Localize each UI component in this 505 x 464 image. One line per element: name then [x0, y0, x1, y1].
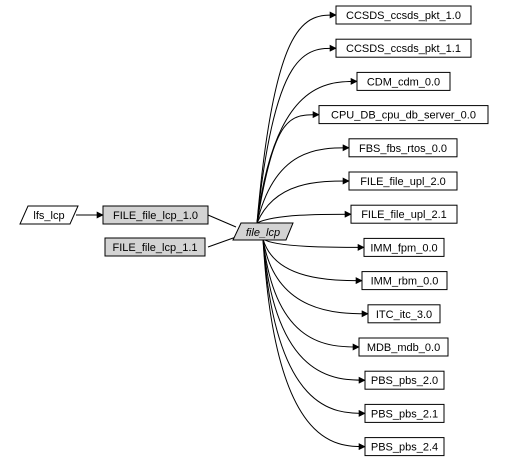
dependency-node-label: ITC_itc_3.0	[376, 309, 432, 321]
edge-hub-to-dependency	[256, 177, 350, 224]
dependency-node[interactable]: ITC_itc_3.0	[367, 304, 441, 324]
edge-layer	[76, 11, 369, 451]
dependency-node[interactable]: FILE_file_upl_2.1	[350, 204, 458, 224]
dependency-node[interactable]: CCSDS_ccsds_pkt_1.1	[335, 38, 472, 58]
dependency-node-label: PBS_pbs_2.4	[371, 442, 438, 454]
hub-node-label: file_lcp	[246, 227, 280, 239]
dependency-node-label: CCSDS_ccsds_pkt_1.0	[346, 10, 461, 22]
dependency-node-box	[361, 271, 448, 291]
dependency-node[interactable]: CDM_cdm_0.0	[356, 71, 451, 91]
dependency-node-box	[318, 105, 489, 125]
dependency-node-box	[348, 138, 458, 158]
edge-hub-to-dependency	[262, 238, 366, 417]
dependency-node-label: PBS_pbs_2.0	[371, 375, 438, 387]
source-node[interactable]: lfs_lcp	[19, 205, 79, 225]
dependency-node-box	[335, 38, 472, 58]
dependency-node-box	[356, 71, 451, 91]
dependency-node-label: FILE_file_upl_2.1	[361, 209, 447, 221]
edge-hub-to-dependency	[262, 238, 363, 285]
edge-hub-to-dependency	[256, 77, 358, 224]
dependency-node-box	[348, 171, 458, 191]
dependency-node-box	[363, 237, 445, 257]
edge-hub-to-dependency	[256, 144, 350, 224]
dependency-node-box	[364, 403, 445, 423]
dependency-node[interactable]: CPU_DB_cpu_db_server_0.0	[318, 105, 489, 125]
dependency-node-box	[358, 337, 449, 357]
hub-node[interactable]: file_lcp	[232, 222, 294, 241]
dependency-node-label: MDB_mdb_0.0	[367, 342, 440, 354]
dependency-node[interactable]: PBS_pbs_2.1	[364, 403, 445, 423]
dependency-node-label: FILE_file_upl_2.0	[360, 176, 446, 188]
dependency-node[interactable]: CCSDS_ccsds_pkt_1.0	[335, 5, 472, 25]
dependency-node[interactable]: IMM_rbm_0.0	[361, 271, 448, 291]
bundle-node[interactable]: FILE_file_lcp_1.1	[104, 237, 206, 257]
dependency-node-label: CCSDS_ccsds_pkt_1.1	[346, 43, 461, 55]
edge-hub-to-dependency	[262, 238, 369, 318]
dependency-node-box	[364, 370, 445, 390]
edge-bundle-to-hub	[207, 214, 237, 228]
dependency-node[interactable]: PBS_pbs_2.0	[364, 370, 445, 390]
dependency-node-label: PBS_pbs_2.1	[371, 408, 438, 420]
dependency-node[interactable]: MDB_mdb_0.0	[358, 337, 449, 357]
source-node-label: lfs_lcp	[33, 210, 64, 222]
edge-hub-to-dependency	[256, 11, 337, 224]
edge-hub-to-dependency	[262, 238, 360, 351]
bundle-node-label: FILE_file_lcp_1.0	[113, 210, 198, 222]
dependency-node-label: CDM_cdm_0.0	[367, 76, 440, 88]
dependency-node-box	[364, 437, 445, 457]
edge-hub-to-dependency	[256, 210, 352, 224]
edge-hub-to-dependency	[262, 238, 366, 384]
dependency-node-label: IMM_fpm_0.0	[370, 242, 437, 254]
bundle-node-label: FILE_file_lcp_1.1	[113, 242, 198, 254]
bundle-node[interactable]: FILE_file_lcp_1.0	[102, 205, 209, 225]
dependency-node[interactable]: FILE_file_upl_2.0	[348, 171, 458, 191]
dependency-node-label: IMM_rbm_0.0	[371, 276, 439, 288]
node-layer: lfs_lcp FILE_file_lcp_1.0 FILE_file_lcp_…	[19, 5, 489, 457]
dependency-node[interactable]: FBS_fbs_rtos_0.0	[348, 138, 458, 158]
dependency-node-box	[350, 204, 458, 224]
dependency-node-label: CPU_DB_cpu_db_server_0.0	[331, 110, 476, 122]
dependency-node-label: FBS_fbs_rtos_0.0	[359, 143, 447, 155]
edge-bundle-to-hub	[207, 236, 237, 248]
edge-hub-to-dependency	[256, 44, 337, 224]
edge-hub-to-dependency	[262, 238, 366, 451]
dependency-node[interactable]: PBS_pbs_2.4	[364, 437, 445, 457]
edge-hub-to-dependency	[262, 238, 365, 251]
dependency-node-box	[367, 304, 441, 324]
edge-hub-to-dependency	[256, 111, 320, 224]
dependency-node[interactable]: IMM_fpm_0.0	[363, 237, 445, 257]
dependency-node-box	[335, 5, 472, 25]
